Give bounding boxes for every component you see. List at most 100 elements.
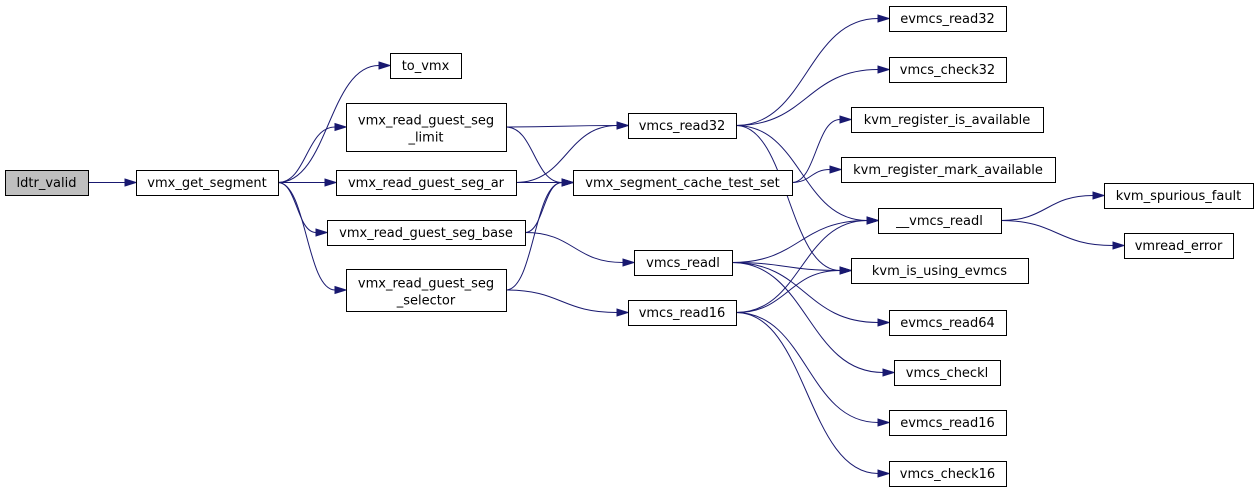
edge-vmx-read-guest-seg-selector-to-vmx-segment-cache-test-set — [505, 178, 575, 291]
arrow-head-icon — [829, 165, 843, 174]
node-kvm-register-is-available[interactable]: kvm_register_is_available — [851, 107, 1044, 133]
edge-line — [731, 262, 841, 271]
node-evmcs-read32[interactable]: evmcs_read32 — [889, 6, 1007, 32]
node-box — [841, 157, 1056, 183]
edge-vmcs-readl-to-vmcs-checkl — [731, 262, 896, 377]
node-box — [1124, 233, 1234, 259]
node-label: _limit — [407, 131, 443, 146]
edge-vmcs-read32-to-evmcs-read32 — [735, 14, 891, 126]
node-vmcs-readl[interactable]: __vmcs_readl — [878, 208, 1002, 234]
node-kvm-is-using-evmcs[interactable]: kvm_is_using_evmcs — [851, 258, 1029, 284]
node-label: vmcs_read32 — [639, 119, 726, 134]
edge-line — [735, 69, 879, 126]
edge-vmx-get-segment-to-vmx-read-guest-seg-limit — [277, 122, 348, 183]
arrow-head-icon — [877, 65, 891, 74]
node-kvm-register-mark-available[interactable]: kvm_register_mark_available — [841, 157, 1056, 183]
node-box — [346, 103, 507, 152]
node-box — [851, 107, 1044, 133]
node-box — [136, 170, 279, 196]
arrow-head-icon — [616, 308, 630, 317]
node-ldtr-valid[interactable]: ldtr_valid — [5, 170, 89, 196]
edge-line — [791, 169, 831, 183]
node-box — [336, 170, 517, 196]
node-label: ldtr_valid — [17, 176, 77, 191]
node-evmcs-read64[interactable]: evmcs_read64 — [889, 310, 1007, 336]
node-label: vmx_read_guest_seg — [358, 277, 494, 292]
edge-vmx-segment-cache-test-set-to-kvm-register-is-available — [791, 115, 853, 183]
node-label: kvm_register_mark_available — [853, 163, 1043, 178]
arrow-head-icon — [334, 285, 348, 295]
arrow-head-icon — [877, 418, 891, 427]
edge-vmx-read-guest-seg-ar-to-vmcs-read32 — [515, 121, 630, 183]
node-vmx-read-guest-seg-selector[interactable]: vmx_read_guest_seg_selector — [346, 269, 507, 312]
arrow-head-icon — [839, 115, 853, 124]
node-label: vmcs_read16 — [639, 306, 726, 321]
node-label: vmcs_check16 — [900, 467, 995, 482]
node-vmx-read-guest-seg-base[interactable]: vmx_read_guest_seg_base — [327, 220, 526, 246]
node-vmx-segment-cache-test-set[interactable]: vmx_segment_cache_test_set — [573, 170, 793, 196]
node-label: evmcs_read16 — [900, 416, 995, 431]
edge-line — [735, 312, 879, 474]
node-vmcs-readl[interactable]: vmcs_readl — [634, 250, 733, 276]
node-box — [889, 57, 1007, 83]
node-kvm-spurious-fault[interactable]: kvm_spurious_fault — [1104, 183, 1254, 209]
edge-vmcs-readl-to-kvm-spurious-fault — [1000, 191, 1106, 221]
node-vmcs-read32[interactable]: vmcs_read32 — [628, 113, 737, 139]
node-to-vmx[interactable]: to_vmx — [390, 53, 462, 79]
node-label: kvm_is_using_evmcs — [872, 264, 1007, 279]
arrow-head-icon — [616, 121, 630, 130]
edge-line — [524, 182, 563, 233]
arrow-head-icon — [324, 178, 338, 187]
node-vmx-get-segment[interactable]: vmx_get_segment — [136, 170, 279, 196]
node-vmx-read-guest-seg-ar[interactable]: vmx_read_guest_seg_ar — [336, 170, 517, 196]
node-vmx-read-guest-seg-limit[interactable]: vmx_read_guest_seg_limit — [346, 103, 507, 152]
edge-vmcs-readl-to-evmcs-read64 — [731, 262, 891, 327]
arrow-head-icon — [334, 122, 348, 132]
node-vmcs-check32[interactable]: vmcs_check32 — [889, 57, 1007, 83]
node-vmread-error[interactable]: vmread_error — [1124, 233, 1234, 259]
edge-ldtr-valid-to-vmx-get-segment — [88, 178, 138, 187]
node-box — [634, 250, 733, 276]
arrow-head-icon — [378, 61, 392, 70]
node-box — [390, 53, 462, 79]
arrow-head-icon — [622, 258, 636, 267]
edge-vmcs-read16-to-evmcs-read16 — [735, 312, 891, 427]
node-box — [889, 410, 1007, 436]
node-vmcs-check16[interactable]: vmcs_check16 — [889, 461, 1007, 487]
node-label: vmcs_check32 — [900, 63, 995, 78]
edge-vmx-get-segment-to-vmx-read-guest-seg-base — [277, 182, 329, 237]
edge-vmcs-read16-to-vmcs-readl — [735, 216, 880, 313]
node-vmcs-checkl[interactable]: vmcs_checkl — [894, 360, 1001, 386]
edge-line — [515, 125, 618, 183]
edge-vmcs-readl-to-vmread-error — [1000, 220, 1126, 250]
edge-line — [731, 262, 884, 373]
edge-line — [524, 232, 624, 263]
node-label: vmx_read_guest_seg_base — [339, 226, 513, 241]
node-label: vmx_read_guest_seg_ar — [348, 176, 505, 191]
node-box — [5, 170, 89, 196]
node-box — [346, 269, 507, 312]
node-box — [878, 208, 1002, 234]
node-label: vmcs_checkl — [906, 366, 988, 381]
node-evmcs-read16[interactable]: evmcs_read16 — [889, 410, 1007, 436]
edge-line — [277, 182, 336, 291]
edge-line — [735, 125, 868, 221]
call-graph-nodes: ldtr_valid vmx_get_segment to_vmx vmx_read_… — [5, 6, 1254, 487]
arrow-head-icon — [877, 14, 891, 23]
edge-vmx-get-segment-to-to-vmx — [277, 61, 392, 183]
arrow-head-icon — [882, 368, 896, 377]
edge-vmcs-read32-to-vmcs-check32 — [735, 65, 891, 126]
arrow-head-icon — [1092, 191, 1106, 200]
arrow-head-icon — [877, 469, 891, 478]
node-box — [628, 113, 737, 139]
node-vmcs-read16[interactable]: vmcs_read16 — [628, 300, 737, 326]
arrow-head-icon — [561, 178, 575, 187]
edge-line — [277, 182, 317, 233]
arrow-head-icon — [877, 318, 891, 327]
edge-line — [1000, 220, 1114, 246]
edge-line — [1000, 195, 1094, 221]
edge-vmx-read-guest-seg-base-to-vmx-segment-cache-test-set — [524, 178, 575, 233]
node-box — [851, 258, 1029, 284]
edge-vmx-read-guest-seg-selector-to-vmcs-read16 — [505, 289, 630, 317]
node-label: to_vmx — [402, 59, 450, 74]
